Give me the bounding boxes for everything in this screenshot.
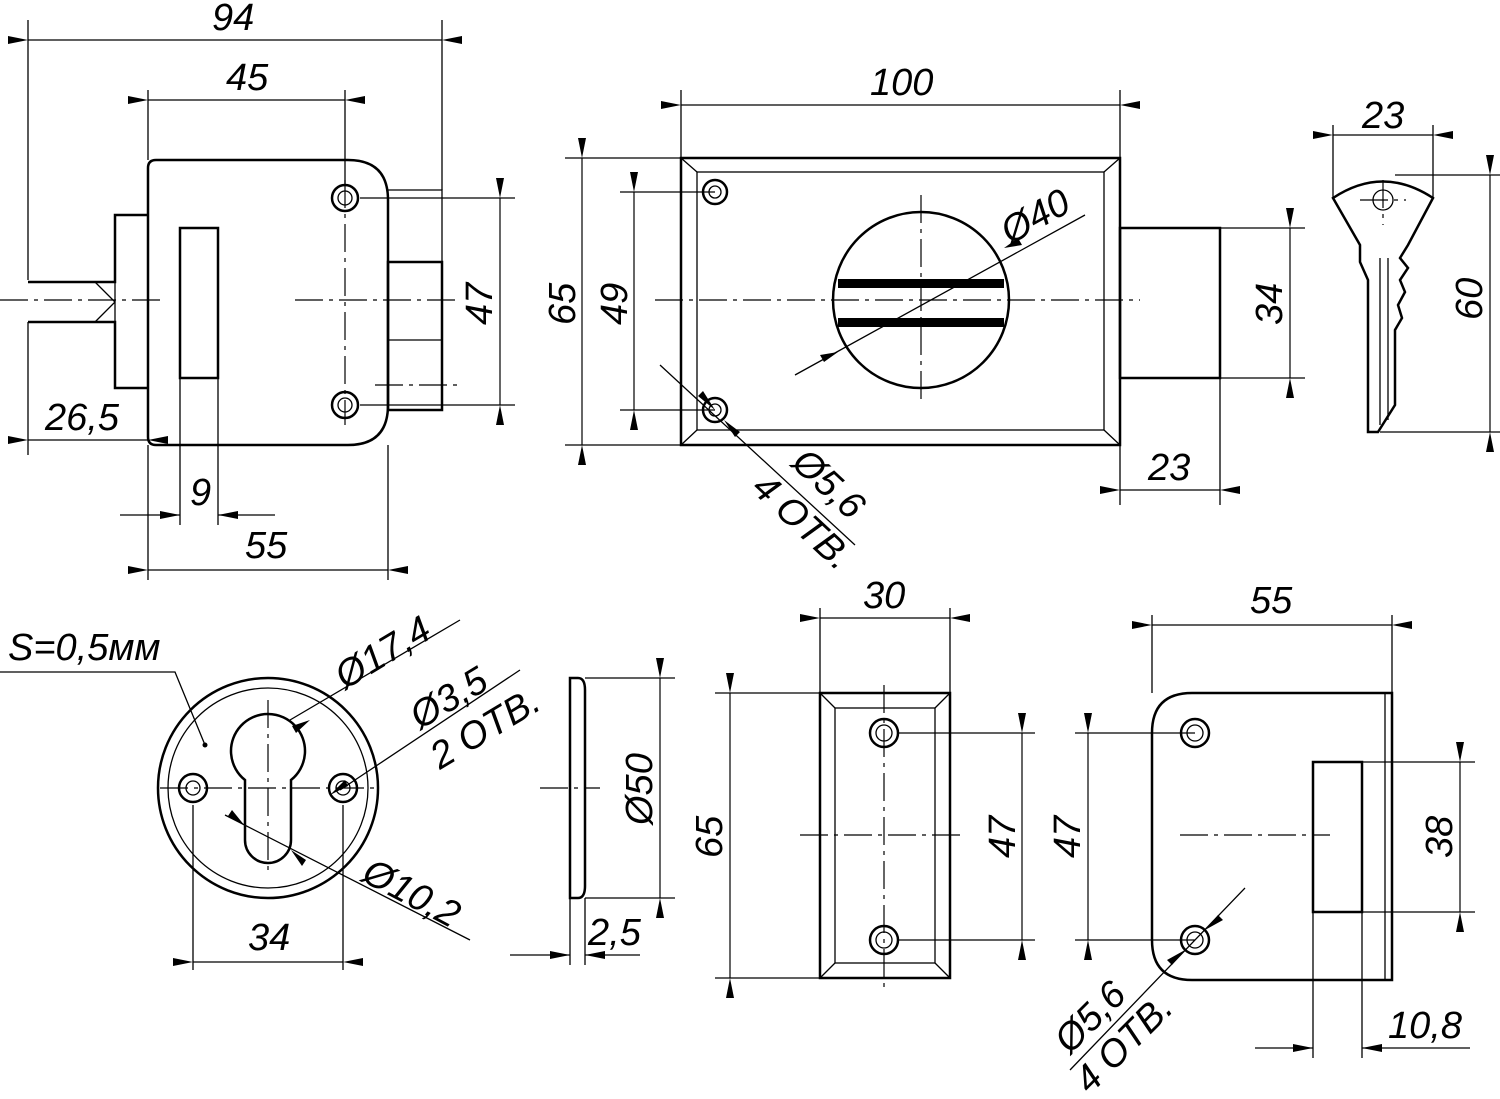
dim-label: 10,8 [1388,1005,1462,1047]
dim-label: 34 [248,917,290,959]
leader-lines [0,619,521,970]
extension-lines [1332,125,1500,433]
extension-lines [1069,615,1475,1071]
back-view: 55 47 38 Ø5,6 4 ОТВ. 10,8 [1045,580,1475,1099]
dim-label: 2,5 [587,912,642,954]
escutcheon: S=0,5мм Ø17,4 Ø3,5 2 ОТВ. Ø10,2 34 [0,608,548,970]
bolt-lines [179,378,219,445]
arrowheads [550,951,605,959]
dim-label: Ø50 [619,753,661,827]
dim-label: 45 [226,57,269,99]
dim-label: 55 [245,525,288,567]
case-bevel [696,171,1105,431]
cylinder-housing [386,260,444,412]
dim-label: 30 [863,575,905,617]
key-outline [1331,180,1435,434]
key-slot-bar [838,318,1004,327]
dim-label: 100 [870,62,933,104]
dim-label: 60 [1449,278,1491,320]
bevel-corners [819,692,951,979]
dim-label: 23 [1147,447,1190,489]
dim-label: 47 [982,814,1024,858]
thickness-note: S=0,5мм [8,627,160,669]
arrowheads [698,238,1022,437]
dim-label: 47 [459,281,501,325]
center-lines [655,195,1140,400]
bevel-corners [680,157,1121,446]
center-lines [800,685,960,990]
keyhole [229,712,307,865]
dim-label: 94 [212,0,254,39]
key-groove [1379,258,1389,425]
dim-label: 47 [1047,814,1089,858]
dim-label: 65 [542,282,584,325]
leader-lines [659,214,1086,546]
dim-label: 55 [1250,580,1293,622]
dim-label: 38 [1419,816,1461,858]
cylinder-lines [388,189,443,341]
dim-label: 23 [1361,95,1404,137]
bolt [1118,226,1222,380]
dim-label: 65 [689,815,731,858]
escutcheon-side: Ø50 2,5 [510,658,675,965]
center-lines [0,180,460,425]
center-lines [1360,180,1406,225]
flange [28,213,148,390]
side-view: 94 45 47 26,5 9 55 [0,0,515,580]
shaft-notch [94,215,116,388]
arrowheads [160,511,238,519]
dim-label: 9 [190,472,211,514]
dim-label: 34 [1249,283,1291,325]
extension-lines [510,677,675,965]
strike-outer [818,691,952,980]
dim-label: Ø10,2 [354,850,467,937]
extension-lines [565,90,1305,505]
front-view: 100 65 49 Ø40 34 23 Ø5,6 4 ОТВ. [542,62,1305,579]
extension-lines [27,20,515,580]
dim-label: Ø17,4 [326,608,438,698]
dim-label: 49 [594,283,636,325]
key: 23 60 [1313,95,1500,452]
bolt-back [1311,760,1364,914]
strike-plate: 30 65 47 [689,575,1035,998]
plate-profile [568,676,587,900]
escutcheon-outer [156,676,380,900]
dim-label: 26,5 [44,397,120,439]
bolt-slot [178,226,220,380]
extension-lines [715,608,1035,979]
